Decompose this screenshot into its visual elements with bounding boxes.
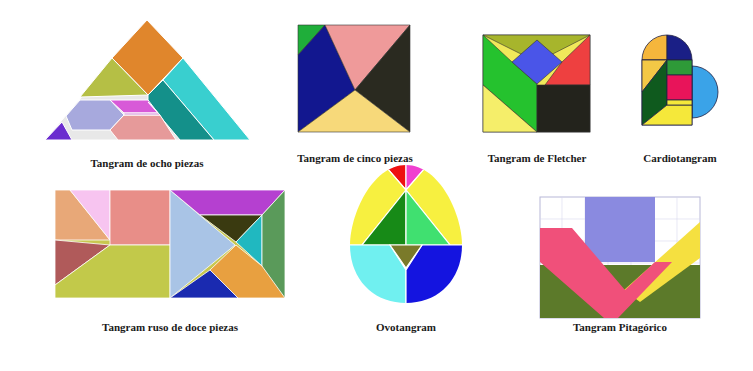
tangram-caption: Tangram de Fletcher: [488, 152, 587, 165]
tangram-caption: Cardiotangram: [643, 152, 716, 165]
tangram-caption: Tangram de cinco piezas: [297, 152, 412, 165]
cardiotangram: [642, 35, 718, 125]
tangram-caption: Tangram ruso de doce piezas: [102, 321, 238, 334]
five-piece-tangram: [298, 25, 410, 132]
fletcher-tangram: [483, 35, 590, 132]
ovotangram: [340, 160, 472, 310]
russian-twelve-piece-tangram: [55, 190, 285, 298]
tangram-caption: Ovotangram: [376, 321, 436, 334]
eight-piece-tangram: [45, 20, 250, 140]
tangram-caption: Tangram de ocho piezas: [91, 157, 204, 170]
tangram-caption: Tangram Pitagórico: [573, 321, 667, 334]
pythagorean-tangram: [540, 197, 700, 318]
